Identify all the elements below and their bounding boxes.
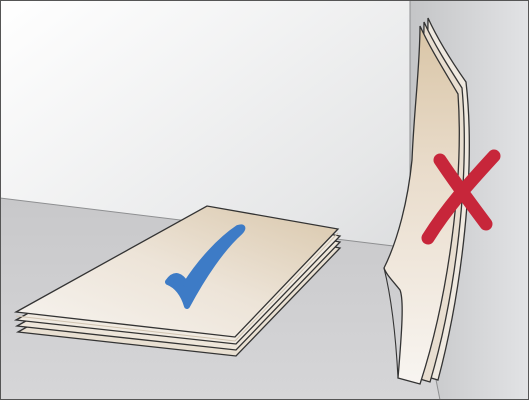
board-top-face (13, 205, 340, 338)
warped-board-stack (383, 17, 470, 385)
board-edge-line (15, 315, 236, 342)
x-mark-icon (421, 149, 501, 245)
check-mark-icon (165, 224, 246, 309)
warped-board-front (383, 25, 460, 385)
warped-board-curl (383, 267, 399, 379)
board-edge-line (234, 232, 339, 342)
